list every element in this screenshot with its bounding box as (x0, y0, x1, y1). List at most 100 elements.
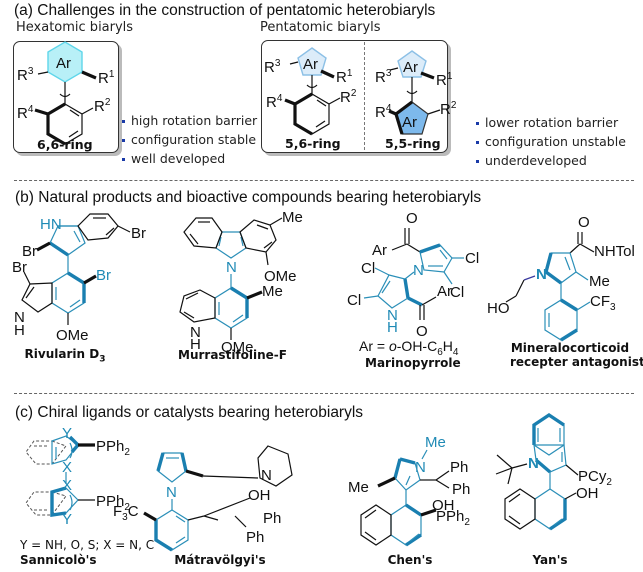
five-five-structure: Ar R3 R1 Ar R4 R2 (375, 50, 457, 135)
section-b-title: (b) Natural products and bioactive compo… (15, 189, 482, 206)
marinopyrrole-note: Ar = o-OH-C6H4 (359, 338, 459, 358)
svg-text:OMe: OMe (56, 327, 89, 344)
svg-text:Ph: Ph (452, 481, 470, 498)
svg-text:OMe: OMe (221, 339, 254, 356)
svg-text:PPh2: PPh2 (96, 493, 130, 513)
svg-text:HN: HN (40, 216, 62, 233)
compound-name-yan: Yan's (532, 553, 568, 567)
bullet-item: configuration stable (122, 130, 257, 149)
svg-text:Br: Br (22, 243, 37, 260)
svg-text:Ph: Ph (246, 529, 264, 546)
r1-label: R1 (98, 69, 115, 87)
svg-text:Br: Br (96, 267, 111, 284)
svg-text:PPh2: PPh2 (96, 438, 130, 458)
murrastifoline-structure: Me OMe N Me N H OMe (179, 209, 303, 356)
r4-label: R4 (17, 104, 34, 122)
svg-text:Me: Me (282, 209, 303, 226)
svg-text:R4: R4 (375, 103, 392, 121)
compound-name-sannicolo: Sannicolò's (20, 553, 97, 567)
bullet-item: lower rotation barrier (476, 113, 626, 132)
svg-text:R3: R3 (264, 58, 281, 76)
ring-label-5-5: 5,5-ring (385, 136, 441, 151)
compound-name-matravolgyi: Mátravölgyi's (174, 553, 266, 567)
svg-text:Me: Me (348, 479, 369, 496)
compound-name-marinopyrrole: Marinopyrrole (365, 356, 461, 370)
svg-text:H: H (14, 322, 25, 339)
svg-text:Me: Me (589, 273, 610, 290)
sannicolo-note: Y = NH, O, S; X = N, C (20, 538, 155, 552)
svg-text:N: N (528, 455, 539, 472)
svg-text:NHTol: NHTol (594, 243, 635, 260)
svg-text:N: N (413, 262, 424, 279)
svg-text:PCy2: PCy2 (578, 468, 612, 488)
svg-text:F3C: F3C (113, 503, 139, 523)
box-divider (364, 42, 365, 150)
svg-text:N: N (190, 324, 201, 341)
compound-name-rivularin: Rivularin D3 (24, 347, 106, 365)
hexatomic-bullets: high rotation barrier configuration stab… (122, 111, 257, 168)
svg-text:Cl: Cl (465, 250, 479, 267)
ring-label-5-6: 5,6-ring (285, 136, 341, 151)
five-six-structure: Ar R3 R1 R4 R2 (264, 47, 357, 136)
svg-text:Ph: Ph (450, 459, 468, 476)
section-a-title: (a) Challenges in the construction of pe… (14, 2, 436, 19)
section-c-title: (c) Chiral ligands or catalysts bearing … (15, 404, 364, 421)
svg-text:OH: OH (432, 497, 455, 514)
svg-text:H: H (387, 319, 398, 336)
mineralocorticoid-structure: O NHTol N Me HO CF3 (487, 214, 635, 342)
matravolgyi-structure: N N F3C OH Ph Ph (113, 445, 293, 552)
yans-structure: N PCy2 OH (495, 412, 612, 531)
svg-text:HO: HO (487, 300, 510, 317)
svg-text:Br: Br (12, 259, 27, 276)
svg-text:Y: Y (62, 511, 72, 528)
svg-text:H: H (190, 336, 201, 353)
svg-text:Y: Y (62, 425, 72, 442)
svg-text:Ph: Ph (263, 510, 281, 527)
r2-label: R2 (94, 97, 111, 115)
svg-text:OMe: OMe (264, 268, 297, 285)
svg-text:X: X (62, 459, 72, 476)
compound-name-murrastifoline: Murrastifoline-F (178, 348, 287, 362)
svg-text:N: N (14, 309, 25, 326)
svg-text:R4: R4 (266, 93, 283, 111)
svg-text:R2: R2 (440, 100, 457, 118)
svg-text:OH: OH (576, 485, 599, 502)
svg-text:Br: Br (131, 225, 146, 242)
svg-text:R2: R2 (340, 88, 357, 106)
svg-text:Me: Me (262, 283, 283, 300)
pentatomic-subtitle: Pentatomic biaryls (260, 20, 381, 35)
bullet-item: underdeveloped (476, 151, 626, 170)
pentatomic-bullets: lower rotation barrier configuration uns… (476, 113, 626, 170)
svg-text:Ar: Ar (303, 56, 318, 73)
r3-label: R3 (17, 66, 34, 84)
svg-text:R1: R1 (436, 71, 453, 89)
svg-text:R3: R3 (375, 68, 392, 86)
svg-text:Cl: Cl (450, 284, 464, 301)
bullet-item: high rotation barrier (122, 111, 257, 130)
svg-text:N: N (226, 259, 237, 276)
hexatomic-structure: Ar R3 R1 R4 R2 (17, 41, 115, 146)
svg-text:Cl: Cl (347, 292, 361, 309)
svg-text:N: N (536, 266, 547, 283)
svg-text:R1: R1 (336, 68, 353, 86)
svg-text:Ar: Ar (403, 59, 418, 76)
rivularin-structure: Br HN Br Br Br N H OMe (12, 213, 146, 344)
svg-text:O: O (406, 210, 418, 227)
svg-text:Me: Me (425, 434, 446, 451)
svg-text:Cl: Cl (361, 260, 375, 277)
svg-text:O: O (416, 323, 428, 340)
svg-text:N: N (261, 467, 272, 484)
svg-text:X: X (62, 477, 72, 494)
compound-name-chen: Chen's (387, 553, 433, 567)
svg-text:Ar: Ar (437, 283, 452, 300)
svg-text:Ar: Ar (372, 242, 387, 259)
ar-label: Ar (56, 55, 71, 72)
marinopyrrole-structure: O Ar Cl Cl N Cl Cl N H Ar O (347, 210, 479, 340)
bullet-item: well developed (122, 149, 257, 168)
separator-a-b (14, 180, 634, 181)
svg-text:N: N (387, 307, 398, 324)
svg-text:O: O (578, 214, 590, 231)
